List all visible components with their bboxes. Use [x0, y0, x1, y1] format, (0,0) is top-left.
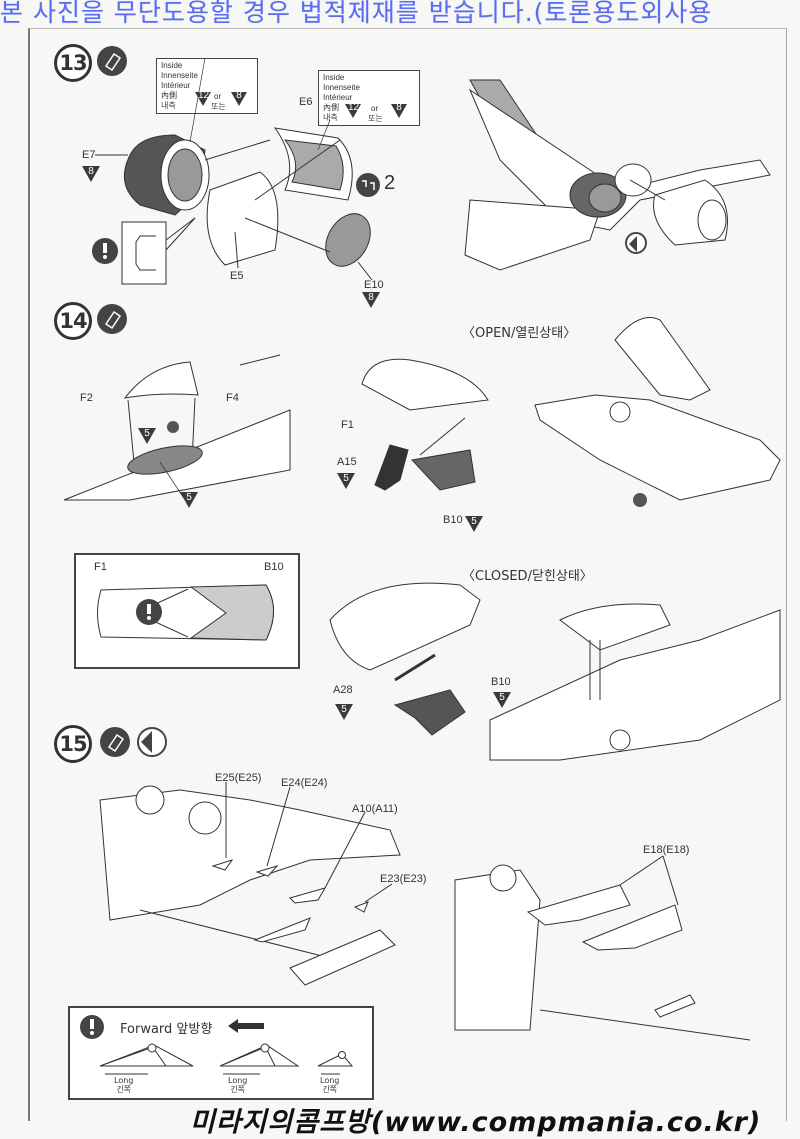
note-line: 내측: [323, 113, 338, 122]
part-label-B10: B10: [443, 514, 463, 526]
step-number-13: 13: [54, 44, 92, 82]
part-label-E18: E18(E18): [643, 844, 690, 856]
note-line: Inside: [323, 73, 345, 82]
note-line: Innenseite: [161, 71, 198, 80]
long-label-3: Long 긴쪽: [320, 1076, 339, 1094]
paint-note-inside-2: Inside Innenseite Intérieur 內側 내측 12 or …: [318, 70, 420, 126]
glue-icon: [97, 46, 127, 76]
note-line: Intérieur: [323, 93, 353, 102]
part-label-A10: A10(A11): [352, 803, 398, 815]
note-line: Inside: [161, 61, 183, 70]
step-number-15: 15: [54, 725, 92, 763]
decal-icon: [137, 727, 167, 757]
long-label-en: Long: [114, 1076, 134, 1085]
color-badge-E7: 8: [82, 166, 100, 182]
part-label-E10: E10: [364, 279, 384, 291]
canopy-assembly-drawing: [63, 317, 781, 761]
open-state-title: 〈OPEN/열린상태〉: [462, 326, 577, 341]
color-badge-B10: 5: [465, 516, 483, 532]
forward-direction-note: Forward 앞방향 Long 긴쪽 Long 긴쪽 Long 긴쪽: [68, 1006, 374, 1100]
watermark-top: 본 사진을 무단도용할 경우 법적제재를 받습니다.(토론용도외사용: [0, 0, 713, 27]
note-line: Innenseite: [323, 83, 360, 92]
part-label-E23: E23(E23): [380, 873, 427, 885]
make-two-icon: [356, 173, 380, 197]
note-line: 내측: [161, 101, 176, 110]
long-label-ko: 긴쪽: [230, 1085, 246, 1094]
canopy-top-view-box: F1 B10: [74, 553, 300, 669]
part-label-E6: E6: [299, 96, 313, 108]
part-label-F2: F2: [80, 392, 93, 404]
part-label-E7: E7: [82, 149, 96, 161]
long-label-1: Long 긴쪽: [114, 1076, 133, 1094]
decal-icon: [625, 232, 647, 254]
part-label-B10-closed: B10: [491, 676, 511, 688]
forward-label: Forward 앞방향: [120, 1022, 213, 1037]
page-frame: [28, 28, 787, 1121]
glue-icon: [100, 727, 130, 757]
pylon-orientation-diagrams: [99, 1043, 354, 1075]
paint-note-inside-1: Inside Innenseite Intérieur 內側 내측 12 or …: [156, 58, 258, 114]
part-label-A28: A28: [333, 684, 353, 696]
long-label-ko: 긴쪽: [116, 1085, 132, 1094]
color-badge: 8: [231, 90, 247, 106]
exhaust-assembly-drawing: [95, 57, 771, 285]
part-label-F1: F1: [341, 419, 354, 431]
note-line: Intérieur: [161, 81, 191, 90]
or-label-ko: 또는: [368, 114, 383, 123]
color-badge-cockpit: 5: [180, 492, 198, 508]
color-badge: 12: [195, 90, 211, 106]
part-label-E5: E5: [230, 270, 244, 282]
color-badge-F4: 5: [138, 428, 156, 444]
part-label-A15: A15: [337, 456, 357, 468]
closed-state-title: 〈CLOSED/닫힌상태〉: [462, 569, 593, 584]
left-arrow-icon: [228, 1019, 264, 1033]
underwing-assembly-drawing: [99, 782, 751, 1041]
topview-label-F1: F1: [94, 561, 107, 573]
color-badge-A15: 5: [337, 473, 355, 489]
long-label-en: Long: [228, 1076, 248, 1085]
or-label: or: [371, 104, 379, 113]
warning-icon: [136, 599, 162, 625]
color-badge-B10-closed: 5: [493, 692, 511, 708]
color-badge-E10: 8: [362, 292, 380, 308]
part-label-E25: E25(E25): [215, 772, 262, 784]
note-line: 內側: [161, 91, 177, 100]
glue-icon: [97, 304, 127, 334]
part-label-E24: E24(E24): [281, 777, 328, 789]
color-badge: 12: [345, 102, 361, 118]
long-label-2: Long 긴쪽: [228, 1076, 247, 1094]
note-line: 內側: [323, 103, 339, 112]
repeat-count: 2: [384, 172, 396, 194]
topview-label-B10: B10: [264, 561, 284, 573]
color-badge: 8: [391, 102, 407, 118]
watermark-footer: 미라지의콤프방(www.compmania.co.kr): [190, 1107, 762, 1138]
long-label-ko: 긴쪽: [322, 1085, 338, 1094]
step-number-14: 14: [54, 302, 92, 340]
canopy-top-view-drawing: [97, 584, 274, 641]
or-label-ko: 또는: [211, 102, 226, 111]
or-label: or: [214, 92, 222, 101]
warning-icon: [80, 1015, 104, 1039]
warning-icon: [92, 238, 118, 264]
color-badge-A28: 5: [335, 704, 353, 720]
part-label-F4: F4: [226, 392, 239, 404]
long-label-en: Long: [320, 1076, 340, 1085]
